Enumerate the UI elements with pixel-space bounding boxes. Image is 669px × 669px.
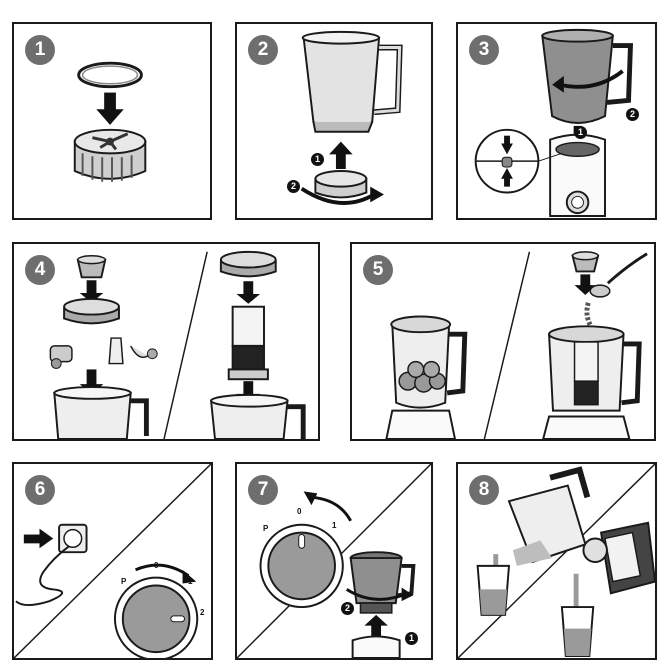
sub-step-2-badge: 2 [626, 108, 639, 121]
step-4-panel: 4 [12, 242, 320, 441]
jug-lid-icon [63, 297, 120, 325]
glass-icon [560, 606, 595, 658]
sub-step-2-badge: 2 [287, 180, 300, 193]
rotate-arrow-icon [303, 491, 352, 522]
juice-stream-icon [573, 573, 579, 613]
wall-socket-icon [58, 523, 88, 554]
blender-jug-icon [53, 386, 149, 439]
blender-jug-icon [541, 28, 634, 124]
step-5-panel: 5 [350, 242, 656, 441]
dial-label-0: 0 [297, 507, 302, 516]
tilted-jug-icon [582, 521, 655, 595]
jug-lid-icon [219, 250, 277, 278]
add-ingredients-illustration [385, 251, 648, 439]
step-number-badge: 7 [248, 475, 278, 505]
blender-with-filter-icon [542, 325, 642, 439]
step-1-panel: 1 [12, 22, 212, 220]
step-number-badge: 4 [25, 255, 55, 285]
sub-step-1-badge: 1 [311, 153, 324, 166]
measuring-cup-icon [571, 251, 600, 273]
speed-dial-icon [113, 576, 199, 658]
dial-label-0: 0 [154, 561, 159, 570]
jug-assembly-illustration [300, 30, 403, 205]
jug-on-base-illustration [474, 28, 634, 218]
fill-jug-illustration [49, 250, 306, 439]
down-arrow-icon [79, 280, 104, 303]
down-arrow-icon [236, 281, 261, 304]
glass-icon [476, 564, 511, 616]
ingredients-icon [49, 337, 158, 369]
rotate-arrow-icon [345, 587, 414, 602]
power-cord-icon [15, 545, 70, 607]
tilted-jug-icon [507, 466, 591, 566]
step-number-badge: 2 [248, 35, 278, 65]
spoon-icon [584, 252, 648, 330]
filter-unit-icon [227, 305, 269, 381]
motor-base-icon [351, 635, 401, 658]
step-number-badge: 8 [469, 475, 499, 505]
alignment-detail-callout [474, 128, 563, 194]
dial-label-1: 1 [188, 577, 193, 586]
step-6-panel: 6 P 0 1 2 [12, 462, 213, 660]
blender-jug-icon [301, 30, 403, 133]
blender-with-fruit-icon [385, 315, 468, 439]
sub-step-1-badge: 1 [405, 632, 418, 645]
sub-step-2-badge: 2 [341, 602, 354, 615]
step-2-panel: 2 1 2 [235, 22, 433, 220]
rotate-arrow-icon [300, 186, 384, 205]
down-arrow-icon [574, 274, 597, 295]
sub-step-1-badge: 1 [574, 126, 587, 139]
step-8-panel: 8 [456, 462, 657, 660]
blender-jug-icon [209, 393, 306, 439]
blender-jug-icon [349, 551, 416, 614]
dial-label-2: 2 [200, 608, 205, 617]
step-3-panel: 3 1 2 [456, 22, 657, 220]
seal-ring-fitting-illustration [73, 61, 147, 182]
rotate-arrow-icon [552, 69, 624, 93]
step-number-badge: 3 [469, 35, 499, 65]
dial-label-p: P [263, 524, 269, 533]
up-arrow-icon [329, 141, 353, 170]
dial-label-p: P [121, 577, 127, 586]
measuring-cup-icon [76, 255, 107, 279]
step-number-badge: 6 [25, 475, 55, 505]
plug-in-illustration [14, 464, 211, 658]
step-number-badge: 1 [25, 35, 55, 65]
pour-juice-illustration [458, 464, 655, 658]
blade-unit-icon [73, 128, 147, 182]
blade-unit-icon [314, 169, 368, 199]
rotate-arrow-icon [134, 563, 197, 584]
speed-dial-icon [259, 523, 344, 609]
down-arrow-icon [96, 92, 124, 125]
step-number-badge: 5 [363, 255, 393, 285]
right-arrow-icon [23, 528, 54, 549]
dial-label-1: 1 [332, 521, 337, 530]
switch-off-detach-illustration [237, 464, 431, 658]
up-arrow-icon [364, 614, 388, 639]
step-7-panel: 7 P 0 1 1 2 [235, 462, 433, 660]
motor-base-icon [549, 133, 606, 218]
